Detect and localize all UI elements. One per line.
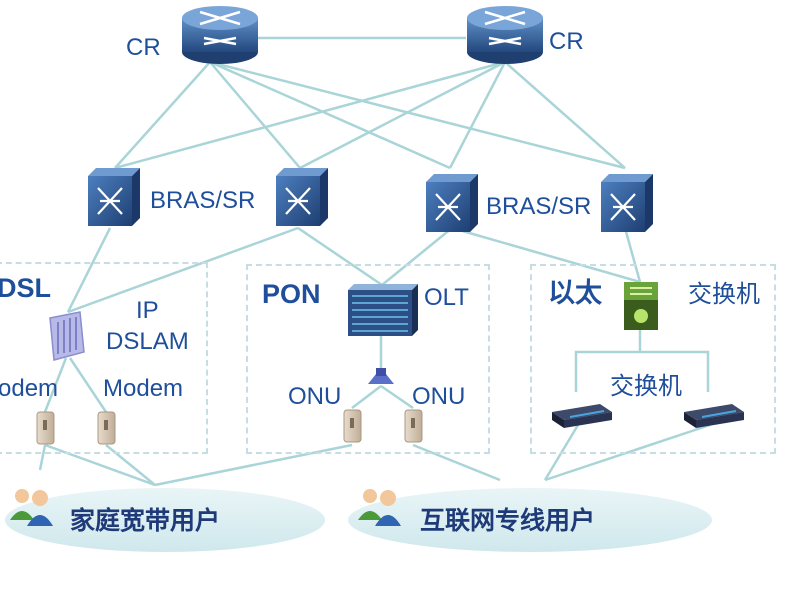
onu-left-label: ONU (288, 383, 342, 410)
bras-sr-right-label: BRAS/SR (486, 193, 592, 220)
modem-right-label: Modem (103, 375, 184, 402)
leased-users-ellipse (348, 488, 712, 552)
core-router-left-label: CR (126, 34, 161, 61)
home-users-icon (10, 489, 53, 526)
onu-left-icon (343, 409, 362, 443)
pon-title: PON (262, 279, 321, 309)
core-router-right-icon (467, 6, 543, 64)
bras-sr-3-icon (426, 174, 478, 232)
ethernet-switch-top-icon (624, 282, 658, 330)
leased-users-label: 互联网专线用户 (420, 507, 596, 535)
ethernet-title: 以太 (548, 278, 602, 308)
dslam-label-ip: IP (136, 297, 159, 324)
bras-sr-2-icon (276, 168, 328, 226)
home-users-label: 家庭宽带用户 (70, 507, 221, 535)
bras-sr-4-icon (601, 174, 653, 232)
dslam-label-name: DSLAM (106, 328, 189, 355)
core-router-right-label: CR (549, 28, 584, 55)
splitter-icon (368, 368, 394, 384)
ethernet-switch-lower-label: 交换机 (610, 373, 682, 400)
onu-right-icon (404, 409, 423, 443)
ethernet-region (530, 264, 776, 454)
modem-left-icon (36, 411, 55, 445)
dsl-region (0, 262, 208, 454)
pon-region (246, 264, 490, 454)
home-users-ellipse (5, 488, 325, 552)
ethernet-switch-right-icon (684, 404, 744, 428)
dsl-title: DSL (0, 273, 51, 303)
bras-sr-left-label: BRAS/SR (150, 187, 256, 214)
olt-label: OLT (424, 284, 469, 311)
core-router-left-icon (182, 6, 258, 64)
links (38, 36, 711, 487)
bras-sr-1-icon (88, 168, 140, 226)
ethernet-switch-left-icon (552, 404, 612, 428)
ip-dslam-icon (49, 311, 85, 361)
onu-right-label: ONU (412, 383, 466, 410)
modem-left-label: odem (0, 375, 59, 402)
olt-icon (348, 284, 418, 336)
leased-users-icon (358, 489, 401, 526)
modem-right-icon (97, 411, 116, 445)
ethernet-switch-top-label: 交换机 (688, 281, 760, 308)
